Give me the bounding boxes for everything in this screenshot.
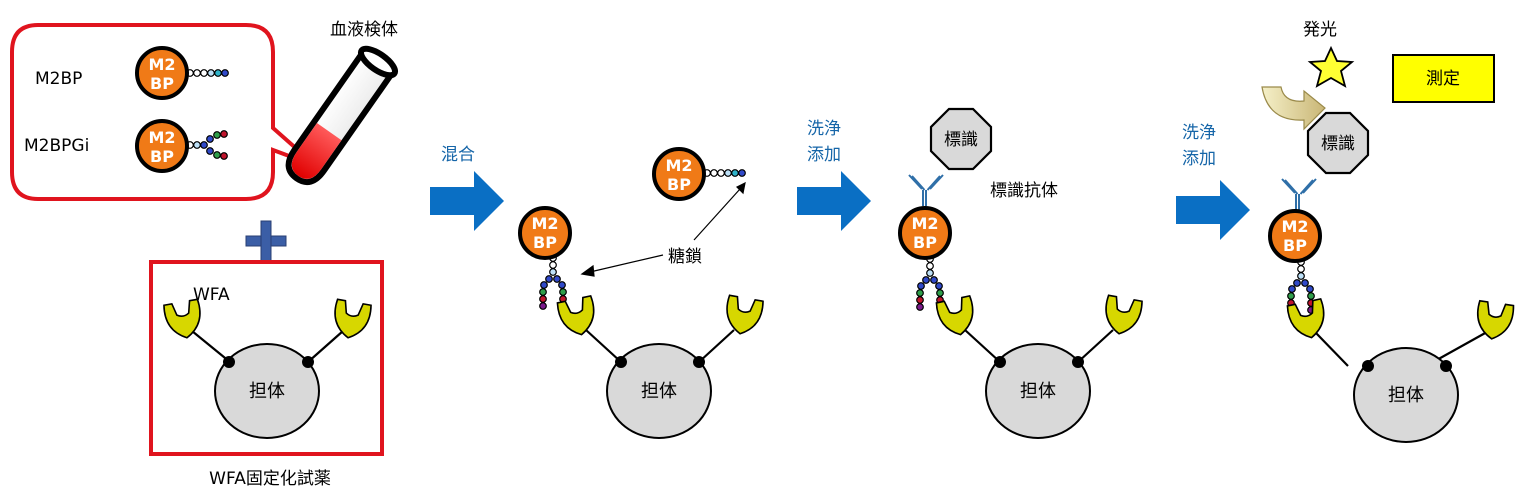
m2bpgi-molecule: M2 BP <box>135 119 228 173</box>
carrier-label: 担体 <box>249 381 285 402</box>
test-tube-icon <box>285 45 399 186</box>
wash-label-1-top: 洗浄 <box>807 119 841 139</box>
wfa-carrier-assembly: 担体 <box>162 298 373 439</box>
svg-text:BP: BP <box>533 233 557 252</box>
sugar-chain-label: 糖鎖 <box>668 247 702 267</box>
protein-label-bottom: BP <box>150 147 174 166</box>
measure-box: 測定 <box>1392 54 1495 103</box>
protein-label-top: M2 <box>148 128 175 147</box>
panel-3-tag: 標識 <box>929 107 993 171</box>
panel-2-free-m2bp: M2 BP <box>652 147 746 201</box>
m2bp-molecule: M2 BP <box>135 46 229 100</box>
protein-label-top: M2 <box>148 55 175 74</box>
emission-curve-arrow <box>1261 86 1326 131</box>
sample-callout-border <box>10 23 318 201</box>
antibody-icon <box>908 174 944 207</box>
panel-3-carrier-assembly: 担体 <box>934 294 1144 439</box>
panel-2-carrier-assembly: 担体 <box>555 294 765 439</box>
reagent-caption: WFA固定化試薬 <box>209 469 331 489</box>
panel-4-bound-m2bpgi: M2 BP <box>1268 209 1322 314</box>
svg-text:BP: BP <box>913 233 937 252</box>
tag-label: 標識 <box>944 130 978 150</box>
wash-label-2-bottom: 添加 <box>1182 149 1216 169</box>
measure-label: 測定 <box>1426 69 1460 89</box>
labeled-antibody-label: 標識抗体 <box>990 181 1058 201</box>
svg-text:BP: BP <box>1283 236 1307 255</box>
step-arrow-1 <box>430 171 504 231</box>
mix-label: 混合 <box>441 145 475 165</box>
carrier-label: 担体 <box>641 381 677 402</box>
blood-sample-label: 血液検体 <box>330 20 398 40</box>
protein-label-bottom: BP <box>150 74 174 93</box>
m2bp-label: M2BP <box>35 69 82 89</box>
m2bpgi-label: M2BPGi <box>24 136 89 156</box>
svg-text:M2: M2 <box>1281 217 1308 236</box>
step-arrow-3 <box>1176 180 1250 240</box>
wash-label-1-bottom: 添加 <box>807 145 841 165</box>
panel-4-carrier-assembly: 担体 <box>1285 297 1515 443</box>
wash-label-2-top: 洗浄 <box>1182 123 1216 143</box>
plus-icon <box>245 220 287 262</box>
svg-text:M2: M2 <box>665 156 692 175</box>
tag-label: 標識 <box>1321 134 1355 154</box>
wfa-label: WFA <box>193 285 230 305</box>
antibody-icon <box>1281 178 1317 211</box>
carrier-label: 担体 <box>1020 381 1056 402</box>
svg-text:M2: M2 <box>911 214 938 233</box>
star-icon <box>1307 45 1355 88</box>
panel-3-bound-m2bpgi: M2 BP <box>898 206 952 311</box>
sugar-chain-pointers <box>580 181 746 277</box>
panel-4-tag: 標識 <box>1306 111 1370 175</box>
carrier-label: 担体 <box>1388 385 1424 406</box>
panel-2-bound-m2bpgi: M2 BP <box>518 206 572 310</box>
emission-label: 発光 <box>1303 20 1337 40</box>
svg-text:BP: BP <box>667 175 691 194</box>
svg-text:M2: M2 <box>531 214 558 233</box>
step-arrow-2 <box>797 171 871 231</box>
